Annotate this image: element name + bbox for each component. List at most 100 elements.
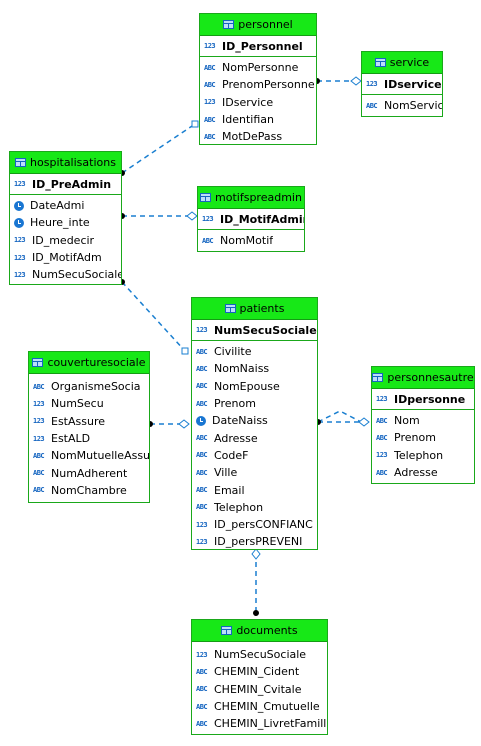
attribute-label: CHEMIN_Cident (214, 665, 300, 679)
text-type-icon: ABC (33, 469, 45, 478)
number-type-icon: 123 (196, 650, 208, 659)
attribute-label: NomEpouse (214, 379, 280, 393)
pk-label: NumSecuSociale (214, 323, 317, 337)
entity-title: hospitalisations (30, 156, 116, 169)
text-type-icon: ABC (196, 685, 208, 694)
attribute-row[interactable]: Heure_inte (10, 214, 121, 231)
primary-key-row[interactable]: 123 ID_Personnel (200, 36, 316, 57)
entity-header[interactable]: hospitalisations (10, 152, 121, 174)
primary-key-row[interactable]: 123 IDpersonne (372, 389, 474, 410)
entity-header[interactable]: service (362, 52, 442, 74)
attribute-row[interactable]: DateNaiss (192, 412, 317, 429)
entity-hospitalisations[interactable]: hospitalisations 123 ID_PreAdmin DateAdm… (9, 151, 122, 285)
table-icon (32, 358, 44, 367)
attribute-label: NumSecu (51, 397, 104, 411)
primary-key-row[interactable]: 123 NumSecuSociale (192, 320, 317, 341)
attribute-row[interactable]: ABCNomService (362, 97, 442, 114)
key-number-icon: 123 (204, 42, 216, 50)
entity-title: personnesautre (387, 371, 474, 384)
primary-key-row[interactable]: 123 ID_MotifAdmir (198, 209, 304, 230)
table-icon (374, 58, 386, 67)
attribute-row[interactable]: ABC CHEMIN_Cvitale (192, 681, 327, 698)
entity-header[interactable]: documents (192, 620, 327, 642)
attribute-label: Prenom (394, 431, 436, 445)
primary-key-row[interactable]: 123 IDservice (362, 74, 442, 95)
entity-service[interactable]: service 123 IDservice ABCNomService (361, 51, 443, 117)
entity-header[interactable]: motifspreadmin (198, 187, 304, 209)
text-type-icon: ABC (196, 434, 208, 443)
attribute-label: ID_medecir (32, 233, 95, 247)
key-number-icon: 123 (376, 395, 388, 403)
attribute-label: NumSecuSociale (32, 268, 121, 282)
text-type-icon: ABC (196, 667, 208, 676)
key-number-icon: 123 (196, 326, 208, 334)
text-type-icon: ABC (196, 451, 208, 460)
entity-header[interactable]: personnel (200, 14, 316, 36)
entity-header[interactable]: patients (192, 298, 317, 320)
attribute-label: Nom (394, 414, 420, 428)
table-icon (221, 626, 233, 635)
entity-title: motifspreadmin (215, 191, 302, 204)
attribute-row[interactable]: ABC CHEMIN_Cident (192, 663, 327, 680)
attribute-label: CHEMIN_Cvitale (214, 682, 302, 696)
attribute-label: OrganismeSocia (51, 380, 141, 394)
entity-header[interactable]: couverturesociale (29, 352, 149, 374)
text-type-icon: ABC (196, 364, 208, 373)
entity-header[interactable]: personnesautre (372, 367, 474, 389)
number-type-icon: 123 (33, 434, 45, 443)
number-type-icon: 123 (33, 417, 45, 426)
key-number-icon: 123 (14, 180, 26, 188)
primary-key-row[interactable]: 123 ID_PreAdmin (10, 174, 121, 195)
link-end-diamond (178, 419, 190, 429)
attribute-row[interactable]: DateAdmi (10, 197, 121, 214)
clock-icon (14, 217, 24, 228)
number-type-icon: 123 (196, 537, 208, 546)
attribute-label: CHEMIN_LivretFamille (214, 717, 327, 731)
attribute-label: Heure_inte (30, 216, 90, 230)
text-type-icon: ABC (204, 132, 216, 141)
attribute-label: NomChambre (51, 483, 127, 497)
